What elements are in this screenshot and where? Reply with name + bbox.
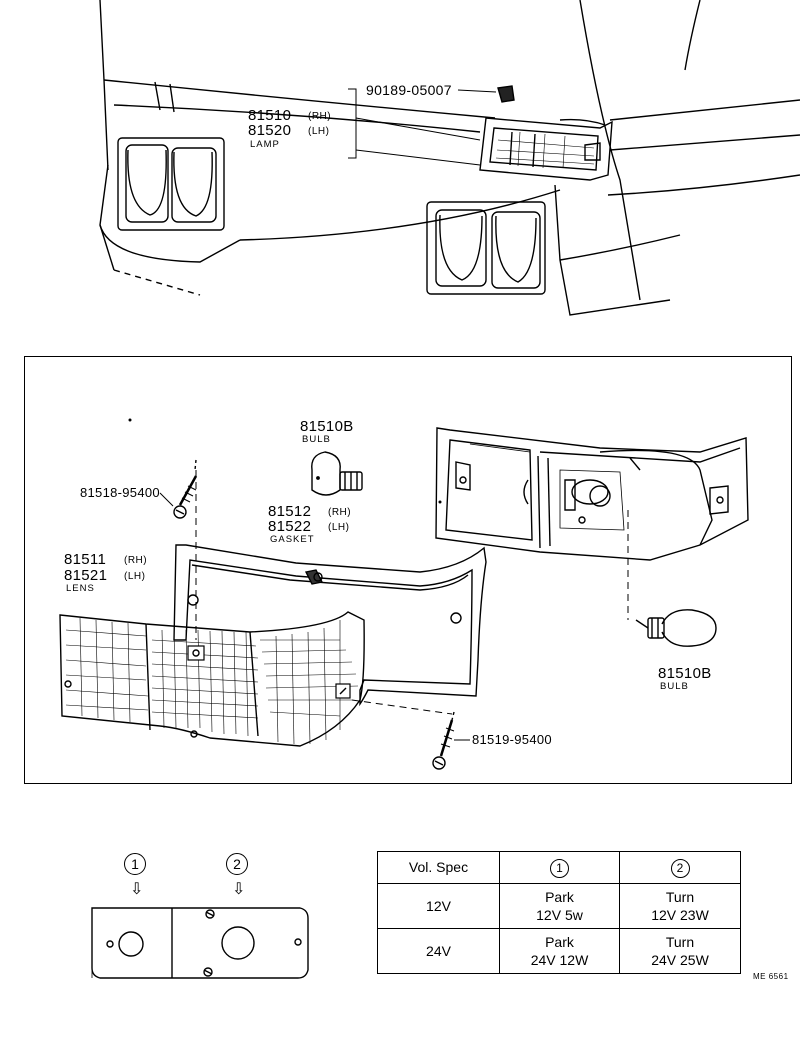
spec-header-position-2: 2 bbox=[619, 851, 741, 884]
spec-header-vol: Vol. Spec bbox=[377, 851, 500, 884]
screw-bottom-icon bbox=[432, 711, 455, 770]
position-2-marker: 2 bbox=[226, 853, 248, 875]
gasket-part-number-rh: 81512 bbox=[268, 503, 312, 520]
lens-name: LENS bbox=[66, 583, 95, 594]
spec-header-row: Vol. Spec 1 2 bbox=[377, 851, 741, 884]
clip-part-number: 90189-05007 bbox=[366, 82, 452, 98]
bulb-top-part-number: 81510B bbox=[300, 418, 354, 435]
vehicle-body-outline bbox=[99, 0, 800, 316]
lens-side-lh: (LH) bbox=[124, 571, 146, 582]
screw-top-icon bbox=[173, 459, 198, 519]
bulb-right-icon bbox=[635, 609, 717, 647]
lens-part-number-lh: 81521 bbox=[64, 567, 108, 584]
lamp-front-key-icon bbox=[91, 907, 309, 979]
side-lamp-on-vehicle bbox=[479, 117, 613, 181]
lens-icon bbox=[59, 611, 365, 747]
screw-bottom-part-number: 81519-95400 bbox=[472, 732, 552, 747]
lens-part-number-rh: 81511 bbox=[64, 551, 107, 568]
right-lamp-housing bbox=[426, 201, 546, 295]
clip-icon bbox=[497, 85, 515, 103]
spec-volt-12v: 12V bbox=[377, 883, 500, 929]
leader-lines-top bbox=[348, 88, 497, 166]
bulb-right-name: BULB bbox=[660, 681, 689, 692]
exploded-view-frame bbox=[24, 356, 792, 784]
gasket-side-rh: (RH) bbox=[328, 507, 352, 518]
spec-header-position-1: 1 bbox=[499, 851, 620, 884]
lamp-side-lh: (LH) bbox=[308, 126, 330, 137]
gasket-icon bbox=[173, 544, 487, 707]
screw-guide-line-bottom bbox=[351, 699, 453, 715]
lamp-part-number-lh: 81520 bbox=[248, 122, 292, 139]
position-1-marker: 1 bbox=[124, 853, 146, 875]
footer-code: ME 6561 bbox=[753, 972, 789, 981]
position-1-arrow-icon: ⇩ bbox=[130, 881, 144, 898]
lamp-part-number-rh: 81510 bbox=[248, 107, 292, 124]
lamp-name: LAMP bbox=[250, 139, 280, 150]
gasket-side-lh: (LH) bbox=[328, 522, 350, 533]
lens-side-rh: (RH) bbox=[124, 555, 148, 566]
left-lamp-housing bbox=[117, 137, 225, 231]
spec-volt-24v: 24V bbox=[377, 928, 500, 974]
gasket-part-number-lh: 81522 bbox=[268, 518, 312, 535]
screw-top-part-number: 81518-95400 bbox=[80, 485, 160, 500]
bulb-right-part-number: 81510B bbox=[658, 665, 712, 682]
lamp-side-rh: (RH) bbox=[308, 111, 332, 122]
bulb-top-name: BULB bbox=[302, 434, 331, 445]
lamp-housing-icon bbox=[435, 427, 749, 561]
screw-top-leader bbox=[159, 492, 174, 507]
bulb-top-icon bbox=[311, 451, 363, 496]
position-2-arrow-icon: ⇩ bbox=[232, 881, 246, 898]
gasket-name: GASKET bbox=[270, 534, 315, 545]
